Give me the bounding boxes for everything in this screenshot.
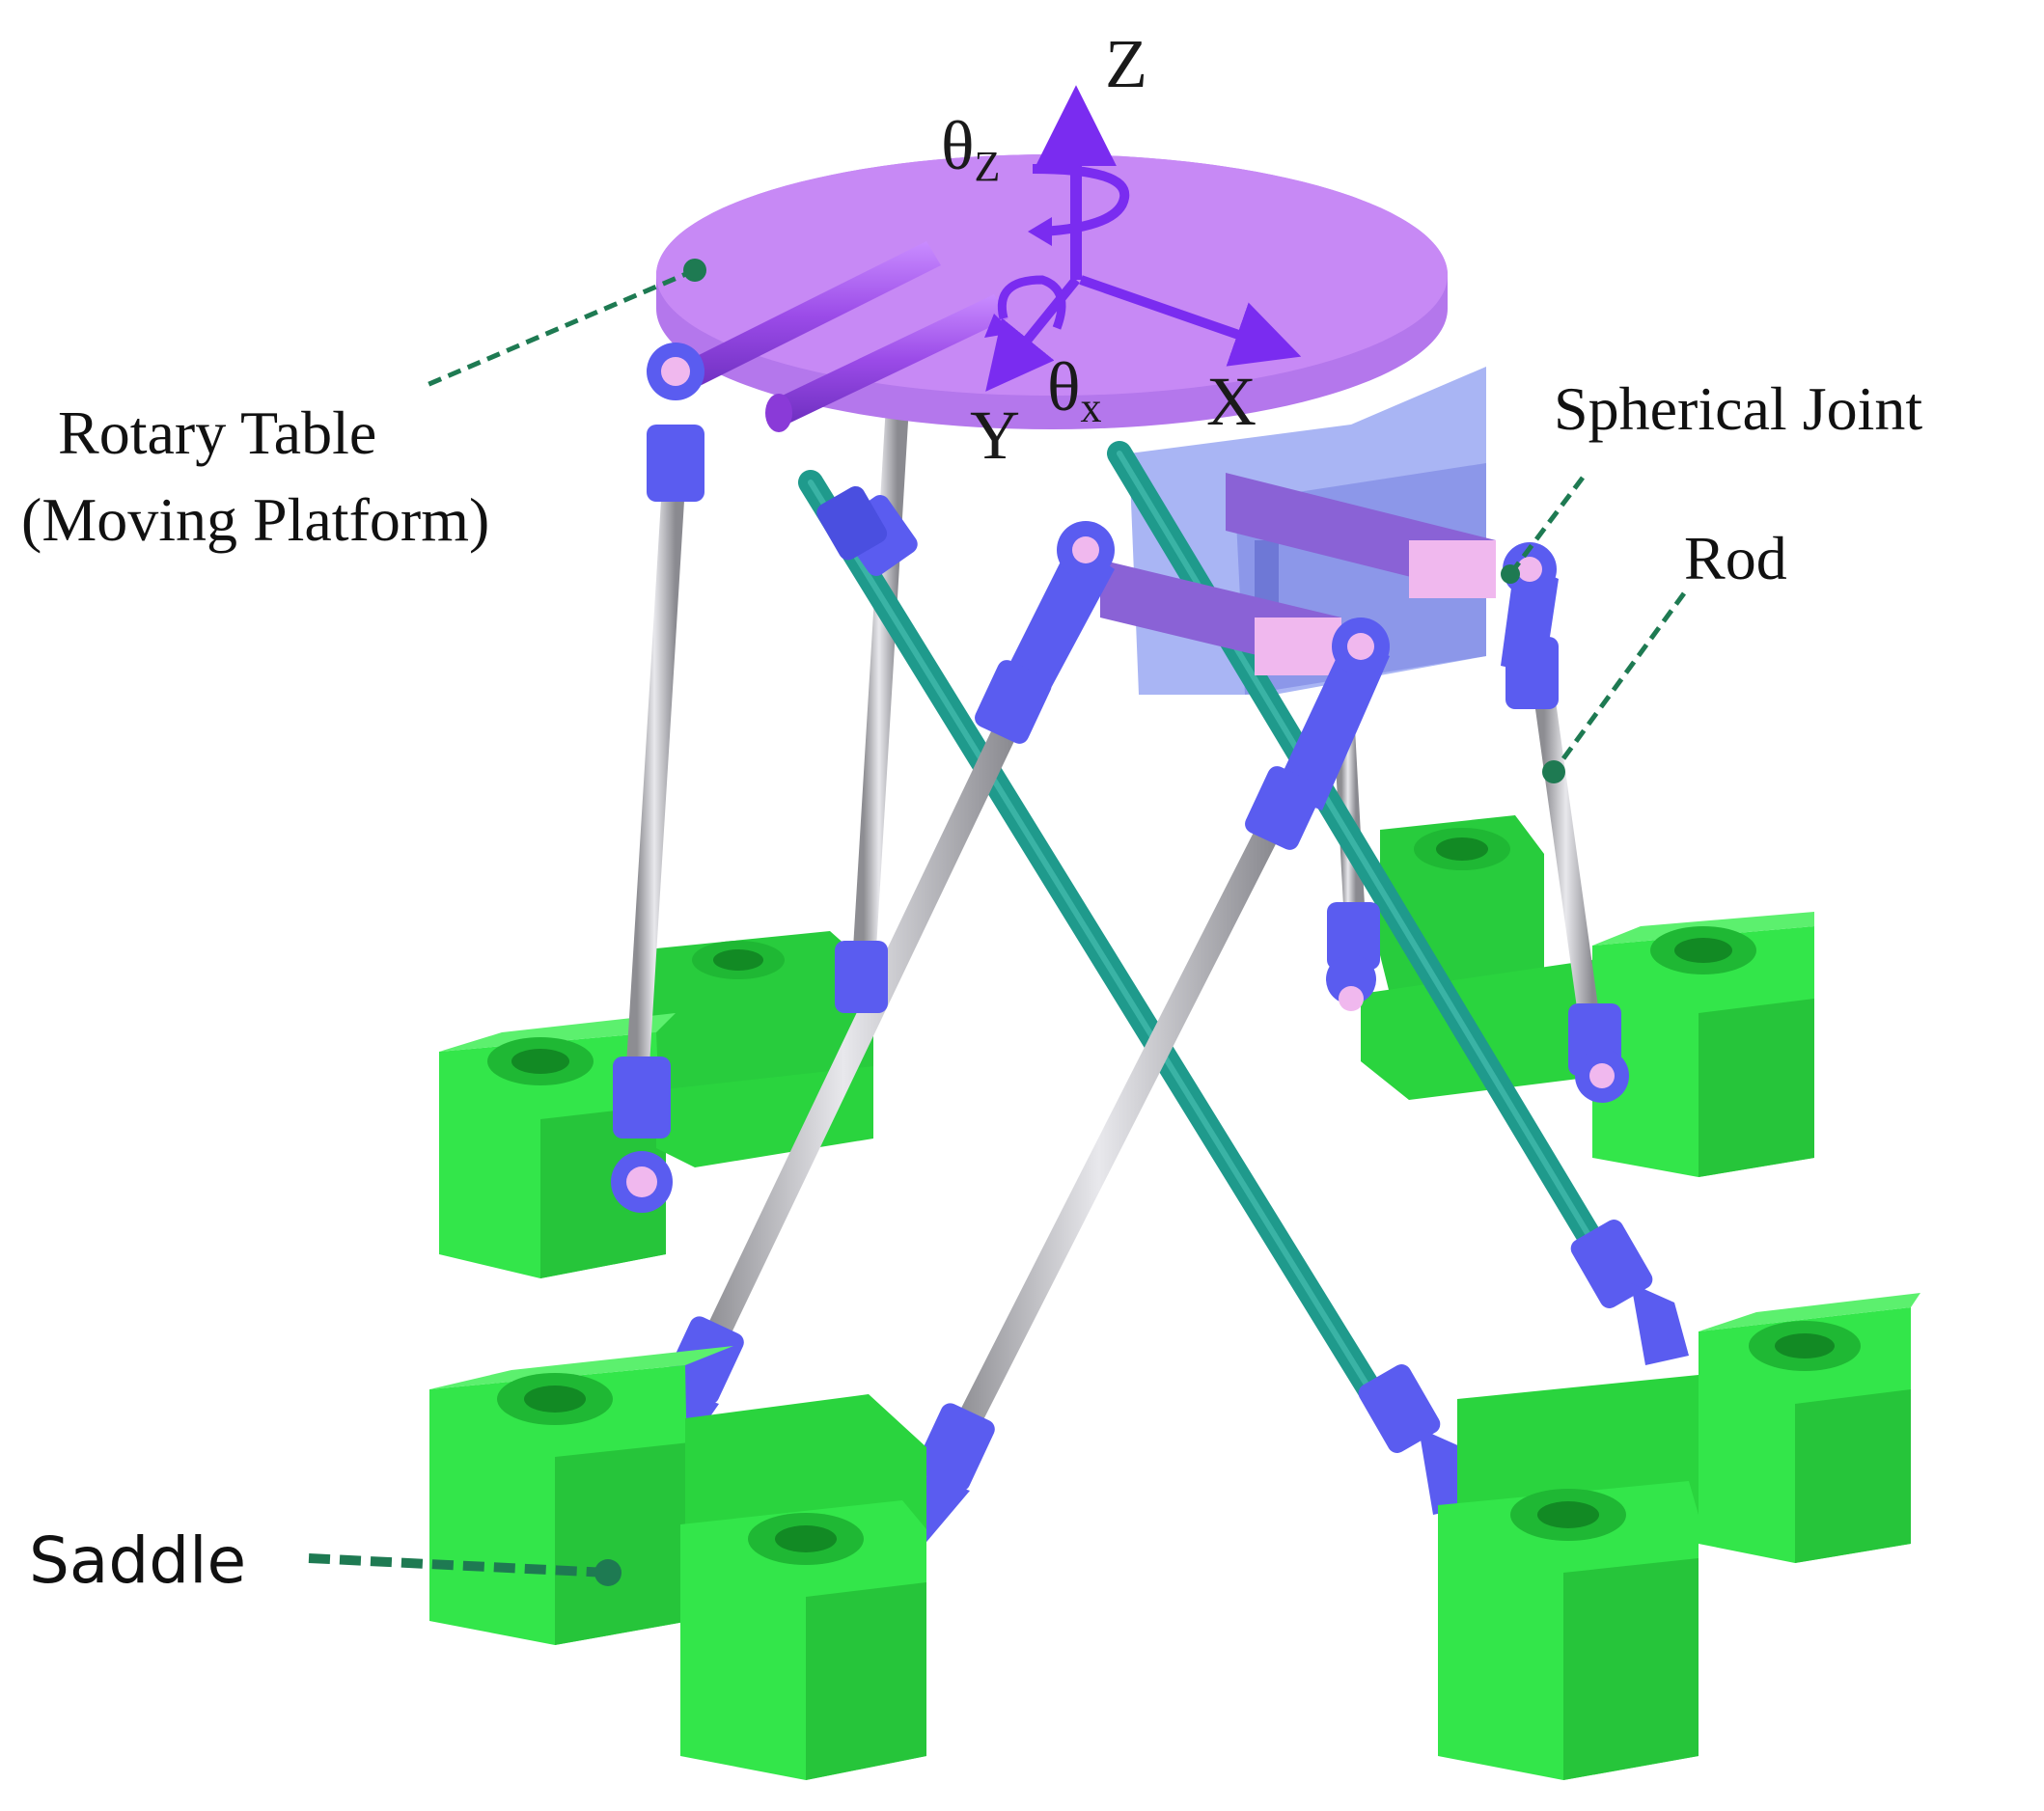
axis-x-label: X	[1206, 363, 1257, 440]
joint-right-bottom	[1568, 1003, 1629, 1103]
saddle-label: Saddle	[29, 1523, 246, 1598]
joint-right-mid	[1505, 637, 1559, 709]
rod-back-right-b	[1533, 684, 1603, 1053]
leader-rotary-table	[424, 259, 706, 389]
saddle-front-left	[429, 1346, 926, 1780]
rod-back-left-b	[852, 394, 909, 976]
rod-front-right	[943, 808, 1286, 1460]
saddle-front-right	[1438, 1293, 1920, 1780]
joint-back-right-bottom	[1326, 902, 1380, 1011]
joint-arm-front-right	[1274, 617, 1390, 810]
platform-pin-2	[765, 294, 1008, 432]
rod-teal-a	[798, 470, 1412, 1450]
rotary-table-label-line1: Rotary Table	[58, 398, 376, 467]
rotary-table-label-line2: (Moving Platform)	[21, 485, 489, 554]
leader-saddle	[308, 1553, 621, 1586]
axis-z-label: Z	[1105, 25, 1147, 102]
joint-front-left-top	[975, 660, 1052, 744]
saddle-back-right	[1361, 815, 1814, 1177]
leader-rod	[1542, 591, 1687, 783]
spherical-joint-pin-right	[1226, 473, 1496, 598]
joint-front-right-top	[1245, 766, 1322, 850]
axis-x-arrow	[1079, 275, 1302, 367]
joint-teal-b-bottom	[1570, 1220, 1689, 1365]
axis-y-label: Y	[970, 397, 1020, 474]
joint-arm-front-left	[999, 521, 1115, 704]
rotation-theta-x-icon	[984, 275, 1066, 338]
rod-label: Rod	[1684, 524, 1787, 592]
joint-bottom-left	[611, 1056, 673, 1213]
rod-front-left	[692, 701, 1026, 1373]
spherical-joint-label: Spherical Joint	[1554, 374, 1922, 443]
leader-spherical-joint	[1501, 476, 1585, 584]
theta-x-label: θx	[1047, 348, 1102, 431]
spherical-joint-pin-front	[1100, 560, 1341, 675]
theta-z-label: θZ	[941, 107, 1000, 190]
joint-teal-top-a	[816, 485, 888, 561]
rod-back-left-a	[625, 442, 687, 1092]
joint-bottom-left-b	[835, 941, 888, 1013]
rotation-theta-z-icon	[1028, 164, 1130, 246]
joint-top-left	[647, 343, 704, 502]
